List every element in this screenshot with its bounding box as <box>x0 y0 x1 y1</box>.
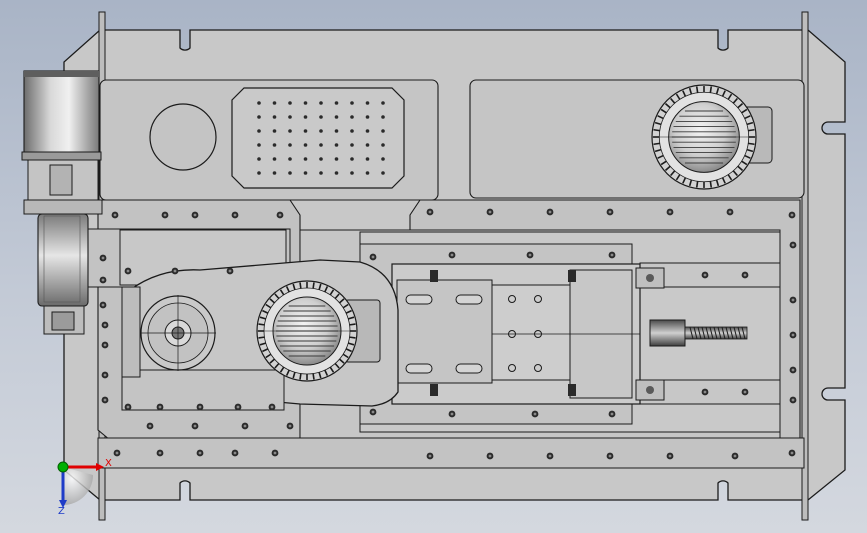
vent-hole <box>272 115 277 119</box>
vent-hole <box>288 157 292 161</box>
vent-hole <box>365 101 370 105</box>
vent-hole <box>381 171 385 175</box>
vent-hole <box>334 157 339 161</box>
vent-hole <box>303 171 308 175</box>
right-motor-fan[interactable] <box>651 84 773 190</box>
vent-hole <box>303 101 308 105</box>
vent-hole <box>288 129 292 133</box>
vent-hole <box>288 101 292 105</box>
vent-hole <box>381 143 385 147</box>
perforated-vent-panel[interactable] <box>231 87 405 189</box>
vent-hole <box>350 115 354 119</box>
vent-hole <box>272 157 277 161</box>
lead-screw[interactable] <box>635 267 748 401</box>
vent-hole <box>319 157 323 161</box>
belt-gear-housing[interactable] <box>83 228 399 411</box>
vent-hole <box>334 101 339 105</box>
vent-hole <box>257 115 261 119</box>
side-motor[interactable] <box>21 70 103 335</box>
vent-hole <box>319 129 323 133</box>
fan-grille-icon <box>651 84 757 190</box>
vent-hole <box>319 143 323 147</box>
vent-hole <box>303 157 308 161</box>
mounting-holes <box>99 208 797 460</box>
vent-hole <box>288 143 292 147</box>
vent-holes <box>257 101 385 175</box>
vent-hole <box>272 101 277 105</box>
vent-hole <box>381 157 385 161</box>
vent-hole <box>334 143 339 147</box>
vent-hole <box>350 171 354 175</box>
vent-hole <box>319 115 323 119</box>
vent-hole <box>257 101 261 105</box>
vent-hole <box>303 129 308 133</box>
vent-hole <box>334 171 339 175</box>
vent-hole <box>381 115 385 119</box>
vent-hole <box>350 157 354 161</box>
vent-hole <box>288 171 292 175</box>
vent-hole <box>365 129 370 133</box>
vent-hole <box>350 129 354 133</box>
vent-hole <box>272 171 277 175</box>
vent-hole <box>303 143 308 147</box>
vent-hole <box>257 171 261 175</box>
vent-hole <box>350 143 354 147</box>
vent-hole <box>365 143 370 147</box>
z-axis-label: Z <box>58 506 65 517</box>
vent-hole <box>365 115 370 119</box>
vent-hole <box>319 171 323 175</box>
x-axis-label: X <box>105 458 112 469</box>
vent-hole <box>257 143 261 147</box>
coordinate-triad[interactable]: X Z <box>57 458 112 517</box>
round-port[interactable] <box>149 103 217 171</box>
vent-hole <box>334 115 339 119</box>
vent-hole <box>381 129 385 133</box>
vent-hole <box>350 101 354 105</box>
vent-hole <box>288 115 292 119</box>
vent-hole <box>257 157 261 161</box>
fan-grille-icon <box>256 280 358 382</box>
vent-hole <box>303 115 308 119</box>
vent-hole <box>272 143 277 147</box>
vent-hole <box>365 157 370 161</box>
linear-slide-carriage[interactable] <box>391 263 641 405</box>
vent-hole <box>319 101 323 105</box>
vent-hole <box>365 171 370 175</box>
vent-hole <box>381 101 385 105</box>
vent-hole <box>334 129 339 133</box>
vent-hole <box>257 129 261 133</box>
vent-hole <box>272 129 277 133</box>
